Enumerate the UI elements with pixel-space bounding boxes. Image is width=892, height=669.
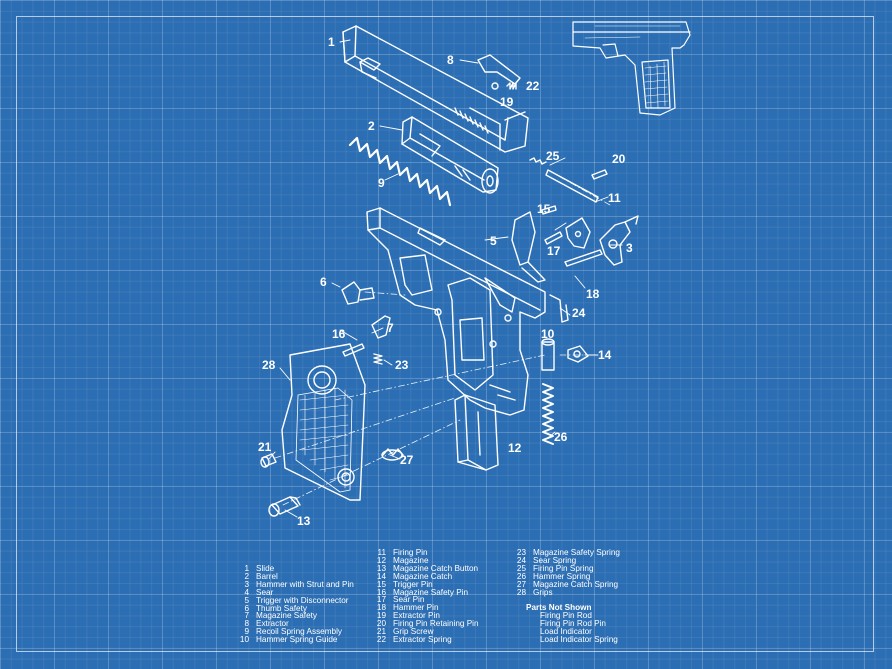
callout-15: 15 xyxy=(537,202,551,216)
callout-11: 11 xyxy=(608,191,621,205)
callout-5: 5 xyxy=(490,234,497,248)
callout-10: 10 xyxy=(541,327,555,341)
callout-13: 13 xyxy=(297,514,311,528)
hammer-spring-guide xyxy=(541,338,555,371)
sheet-border xyxy=(16,16,874,652)
magazine-catch xyxy=(567,345,589,363)
callout-7: 7 xyxy=(387,321,394,335)
sear xyxy=(565,217,591,249)
sear-spring xyxy=(549,294,569,323)
magazine-catch-button xyxy=(268,496,301,517)
magazine-safety-spring xyxy=(373,353,383,365)
callout-9: 9 xyxy=(378,176,385,190)
thumb-safety xyxy=(341,281,375,305)
extractor xyxy=(477,54,521,90)
hammer xyxy=(599,215,639,266)
slide xyxy=(342,25,529,153)
callout-19: 19 xyxy=(500,95,514,109)
barrel xyxy=(401,116,499,194)
callout-22: 22 xyxy=(526,79,540,93)
magazine xyxy=(454,394,499,471)
recoil-spring xyxy=(348,136,452,207)
callout-25: 25 xyxy=(546,149,560,163)
frame xyxy=(366,207,546,416)
callout-18: 18 xyxy=(586,287,600,301)
callout-17: 17 xyxy=(547,244,561,258)
callout-6: 6 xyxy=(320,275,327,289)
callout-27: 27 xyxy=(400,453,414,467)
not-shown-item: Load Indicator Spring xyxy=(540,635,618,645)
callout-3: 3 xyxy=(626,241,633,255)
not-shown-item: Load Indicator xyxy=(540,627,592,637)
callout-2: 2 xyxy=(368,119,375,133)
callout-28: 28 xyxy=(262,358,276,372)
callout-12: 12 xyxy=(508,441,522,455)
not-shown-item: Firing Pin Rod xyxy=(540,611,592,621)
callout-23: 23 xyxy=(395,358,409,372)
callout-16: 16 xyxy=(332,327,346,341)
magazine-safety xyxy=(371,315,391,339)
callout-8: 8 xyxy=(447,53,454,67)
grip-screw xyxy=(260,453,277,468)
not-shown-title: Parts Not Shown xyxy=(526,603,592,613)
not-shown-item: Firing Pin Rod Pin xyxy=(540,619,606,629)
trigger xyxy=(511,211,546,283)
callout-24: 24 xyxy=(572,306,586,320)
assembled-pistol-thumbnail xyxy=(572,21,691,116)
grip-panel xyxy=(281,343,366,501)
callout-20: 20 xyxy=(612,152,626,166)
callout-26: 26 xyxy=(554,430,568,444)
callout-21: 21 xyxy=(258,440,272,454)
small-pins xyxy=(529,157,608,267)
magazine-catch-spring xyxy=(381,448,404,461)
hammer-spring xyxy=(542,383,554,445)
callout-1: 1 xyxy=(328,35,335,49)
callout-14: 14 xyxy=(598,348,612,362)
magazine-safety-pin xyxy=(342,343,365,357)
